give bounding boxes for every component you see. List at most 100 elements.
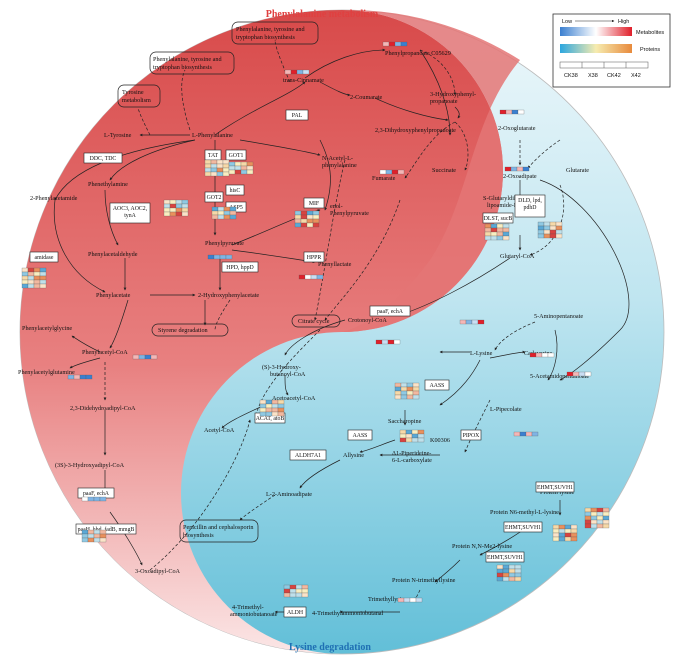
enzyme-box-e13[interactable]: paaF, echA <box>77 487 115 499</box>
enzyme-label: pdhD <box>524 205 537 211</box>
enzyme-label: hisC <box>230 188 241 194</box>
metabolite-label: (3S)-3-Hydroxyadipyl-CoA <box>55 462 125 469</box>
heatmap-cell <box>549 225 557 231</box>
enzyme-box-e21[interactable]: PIPOX <box>460 429 482 441</box>
enzyme-box-e2[interactable]: TAT <box>204 149 222 161</box>
heatmap-cell <box>558 536 566 542</box>
heatmap-cell <box>294 210 302 216</box>
heatmap-cell <box>570 532 578 538</box>
enzyme-box-e22[interactable]: ALDH7A1 <box>289 449 327 461</box>
heatmap-cell <box>294 214 302 220</box>
heatmap-cell <box>33 283 41 289</box>
heatmap-cell <box>259 411 267 417</box>
enzyme-box-e15[interactable]: DLST, sucB <box>482 212 514 224</box>
metabolite-label: Protein N6-methyl-L-lysine <box>490 509 559 516</box>
legend-high: High <box>618 19 629 25</box>
heatmap-cell <box>590 515 598 521</box>
heatmap-cell <box>304 274 312 280</box>
heatmap-cell <box>471 319 479 325</box>
enzyme-box-e1[interactable]: PAL <box>285 109 309 121</box>
legend-protein-scale <box>560 44 632 53</box>
heatmap-cell <box>277 407 285 413</box>
heatmap-cell <box>163 211 171 217</box>
metabolite-label: propanoate <box>430 98 458 105</box>
heatmap-cell <box>417 429 425 435</box>
metabolite-label: Glutaryl-CoA <box>500 253 535 260</box>
metabolite-label: butanoyl-CoA <box>270 371 306 378</box>
heatmap-cell <box>508 568 516 574</box>
enzyme-box-e9[interactable]: amidase <box>29 251 59 263</box>
heatmap-cell <box>301 584 309 590</box>
heatmap-cell <box>590 519 598 525</box>
heatmap-cell <box>211 210 219 216</box>
heatmap-cell <box>294 222 302 228</box>
enzyme-box-e8[interactable]: AOC3, AOC2,tynA <box>109 202 151 224</box>
heatmap-cell <box>558 524 566 530</box>
metabolite-label: K00306 <box>430 437 450 444</box>
enzyme-label: paaH, hbd, fadB, mmgB <box>78 526 135 533</box>
enzyme-label: DDC, TDC <box>90 156 117 162</box>
heatmap-cell <box>223 206 231 212</box>
heatmap-cell <box>417 433 425 439</box>
enzyme-box-e17[interactable]: paaF, echA <box>369 305 411 317</box>
heatmap-26 <box>259 399 285 417</box>
heatmap-cell <box>87 537 95 543</box>
enzyme-box-e26[interactable]: ALDH <box>283 606 307 618</box>
heatmap-cell <box>543 233 551 239</box>
heatmap-cell <box>229 210 237 216</box>
enzyme-box-e24[interactable]: EHMT,SUVH1 <box>503 521 543 533</box>
heatmap-cell <box>496 568 504 574</box>
enzyme-label: HPPR <box>307 255 322 261</box>
heatmap-cell <box>584 515 592 521</box>
heatmap-cell <box>222 167 230 173</box>
enzyme-box-e5[interactable]: GOT2 <box>204 191 224 203</box>
metabolite-label: Δ1-Piperideine- <box>392 450 431 457</box>
enzyme-box-e25[interactable]: EHMT,SUVH1 <box>485 551 525 563</box>
legend-metabolite-scale <box>560 27 632 36</box>
heatmap-cell <box>525 431 533 437</box>
heatmap-cell <box>555 225 563 231</box>
heatmap-cell <box>138 354 146 360</box>
rounded-pathway-box-2[interactable]: Phenylalanine, tyrosine and tryptophan b… <box>149 51 235 75</box>
rounded-pathway-box-6[interactable]: Penicillin and cephalosporin biosynthesi… <box>179 519 259 543</box>
enzyme-box-e10[interactable]: MIF <box>303 197 325 209</box>
heatmap-cell <box>379 169 387 175</box>
rounded-pathway-box-3[interactable]: Tyrosine metabolism <box>117 84 161 108</box>
heatmap-cell <box>290 69 298 75</box>
heatmap-12 <box>207 254 233 260</box>
heatmap-cell <box>21 271 29 277</box>
heatmap-cell <box>511 109 519 115</box>
heatmap-cell <box>555 221 563 227</box>
heatmap-cell <box>516 166 524 172</box>
enzyme-box-e19[interactable]: AASS <box>347 429 373 441</box>
enzyme-box-e7[interactable]: DDC, TDC <box>83 152 123 164</box>
heatmap-cell <box>496 576 504 582</box>
heatmap-28 <box>584 507 610 529</box>
heatmap-cell <box>163 199 171 205</box>
enzyme-box-e12[interactable]: HPD, hppD <box>221 261 259 273</box>
enzyme-box-e16[interactable]: DLD, lpd,pdhD <box>514 194 546 218</box>
metabolite-label: lipoamide-E <box>487 202 518 209</box>
metabolite-label: 3-Oxoadipyl-CoA <box>135 568 181 575</box>
rounded-pathway-box-1[interactable]: Phenylalanine, tyrosine and tryptophan b… <box>231 21 319 45</box>
enzyme-box-e18[interactable]: AASS <box>424 379 450 391</box>
rounded-pathway-box-4[interactable]: Styrene degradation <box>151 323 229 337</box>
heatmap-cell <box>240 169 248 175</box>
enzyme-box-e23[interactable]: EHMT,SUVH1 <box>535 481 575 493</box>
heatmap-cell <box>496 564 504 570</box>
enzyme-box-e3[interactable]: GOT1 <box>225 149 247 161</box>
rounded-pathway-box-5[interactable]: Citrate cycle <box>291 314 341 328</box>
heatmap-cell <box>411 433 419 439</box>
metabolite-label: Crotonoyl-CoA <box>348 317 387 324</box>
heatmap-31 <box>397 597 423 603</box>
heatmap-cell <box>394 382 402 388</box>
heatmap-cell <box>502 564 510 570</box>
enzyme-box-e11[interactable]: HPPR <box>303 251 325 263</box>
heatmap-cell <box>283 588 291 594</box>
heatmap-cell <box>584 523 592 529</box>
heatmap-cell <box>87 533 95 539</box>
enzyme-box-e4[interactable]: hisC <box>225 184 245 196</box>
enzyme-label: PIPOX <box>463 433 481 439</box>
metabolite-label: 4-Trimethyl- <box>232 604 264 611</box>
